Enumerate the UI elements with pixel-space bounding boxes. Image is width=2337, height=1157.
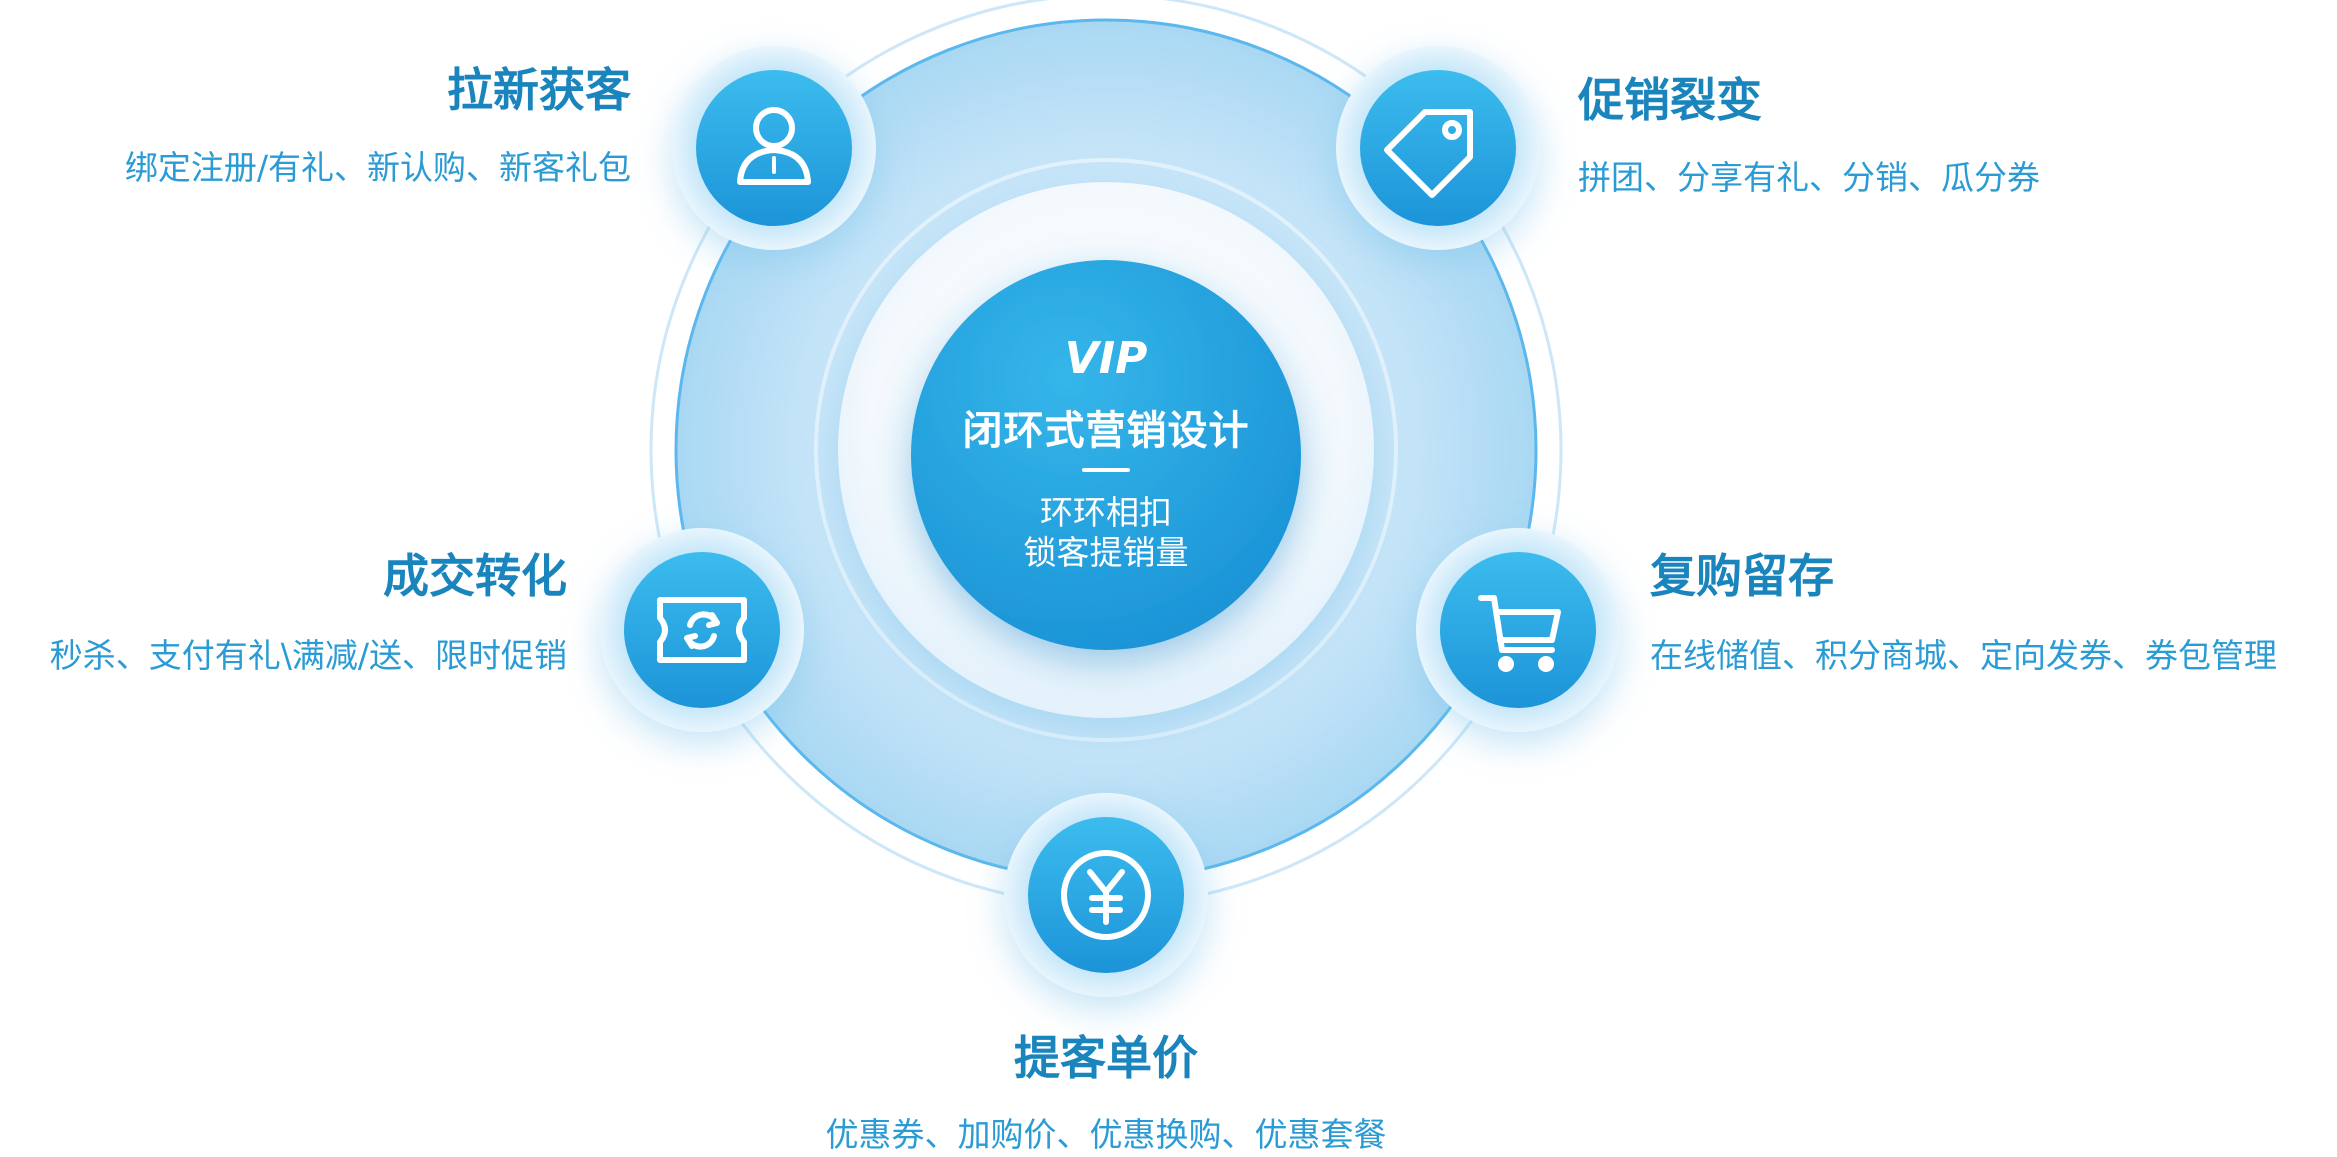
center-divider — [1082, 468, 1130, 472]
node-promote — [1336, 46, 1540, 250]
node-title-acquire: 拉新获客 — [447, 63, 631, 117]
cart-icon — [1478, 595, 1561, 672]
node-convert — [600, 528, 804, 732]
ticket-refresh-icon — [657, 597, 747, 663]
inner-ring — [814, 158, 1398, 742]
node-title-price: 提客单价 — [1014, 1031, 1198, 1085]
node-desc-retain: 在线储值、积分商城、定向发券、券包管理 — [1650, 636, 2277, 675]
vip-logo: VIP — [1046, 333, 1166, 384]
center-title: 闭环式营销设计 — [962, 408, 1250, 454]
node-desc-price: 优惠券、加购价、优惠换购、优惠套餐 — [825, 1115, 1387, 1154]
node-desc-acquire: 绑定注册/有礼、新认购、新客礼包 — [124, 148, 631, 187]
center-subtitle-line2: 锁客提销量 — [1023, 533, 1189, 572]
node-title-retain: 复购留存 — [1650, 549, 1834, 603]
node-retain — [1416, 528, 1620, 732]
user-icon — [737, 107, 811, 185]
yuan-icon — [1061, 850, 1151, 940]
vip-logo-text: VIP — [1065, 333, 1148, 383]
node-title-convert: 成交转化 — [383, 549, 567, 603]
node-desc-convert: 秒杀、支付有礼\满减/送、限时促销 — [49, 636, 567, 675]
node-desc-promote: 拼团、分享有礼、分销、瓜分券 — [1578, 158, 2040, 197]
node-title-promote: 促销裂变 — [1578, 73, 1762, 127]
core-disc — [911, 260, 1301, 650]
center-subtitle-line1: 环环相扣 — [1040, 493, 1172, 532]
tag-icon — [1384, 109, 1473, 198]
